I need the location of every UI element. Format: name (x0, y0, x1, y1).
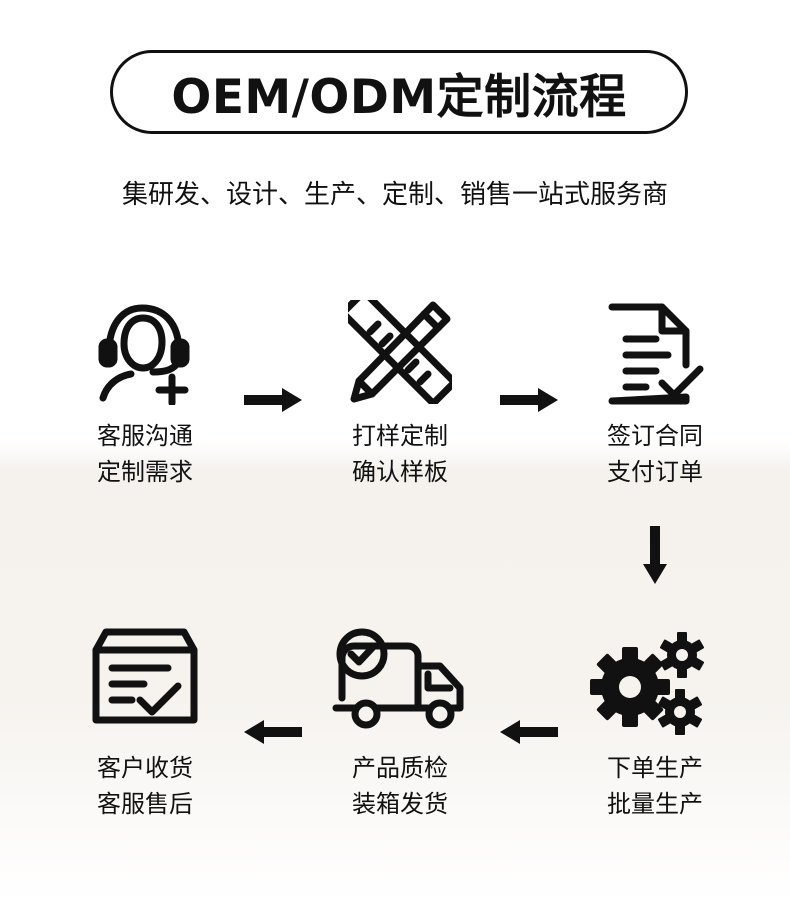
step-5-line1: 产品质检 (352, 754, 448, 782)
step-5-label: 产品质检 装箱发货 (320, 750, 480, 822)
gears-icon (590, 630, 710, 740)
step-3-label: 签订合同 支付订单 (575, 418, 735, 490)
step-1-label: 客服沟通 定制需求 (65, 418, 225, 490)
step-3-line1: 签订合同 (607, 422, 703, 450)
step-4-line2: 批量生产 (607, 790, 703, 818)
step-2-line2: 确认样板 (352, 458, 448, 486)
step-4-line1: 下单生产 (607, 754, 703, 782)
package-received-icon (92, 628, 198, 728)
title-pill: OEM/ODM定制流程 (110, 50, 688, 134)
step-1-line1: 客服沟通 (97, 422, 193, 450)
arrow-down-icon (643, 526, 667, 584)
arrow-left-icon (244, 720, 302, 744)
step-1-line2: 定制需求 (97, 458, 193, 486)
step-6-line2: 客服售后 (97, 790, 193, 818)
pencil-ruler-icon (348, 300, 452, 404)
step-6-label: 客户收货 客服售后 (65, 750, 225, 822)
arrow-left-icon (500, 720, 558, 744)
page-title: OEM/ODM定制流程 (171, 69, 627, 125)
step-3-line2: 支付订单 (607, 458, 703, 486)
step-2-label: 打样定制 确认样板 (320, 418, 480, 490)
delivery-truck-icon (332, 628, 468, 732)
customer-service-headset-icon (95, 300, 195, 405)
arrow-right-icon (500, 388, 558, 412)
step-2-line1: 打样定制 (352, 422, 448, 450)
page-subtitle: 集研发、设计、生产、定制、销售一站式服务商 (121, 180, 668, 210)
step-6-line1: 客户收货 (97, 754, 193, 782)
step-5-line2: 装箱发货 (352, 790, 448, 818)
step-4-label: 下单生产 批量生产 (575, 750, 735, 822)
contract-document-icon (606, 303, 706, 407)
arrow-right-icon (244, 388, 302, 412)
